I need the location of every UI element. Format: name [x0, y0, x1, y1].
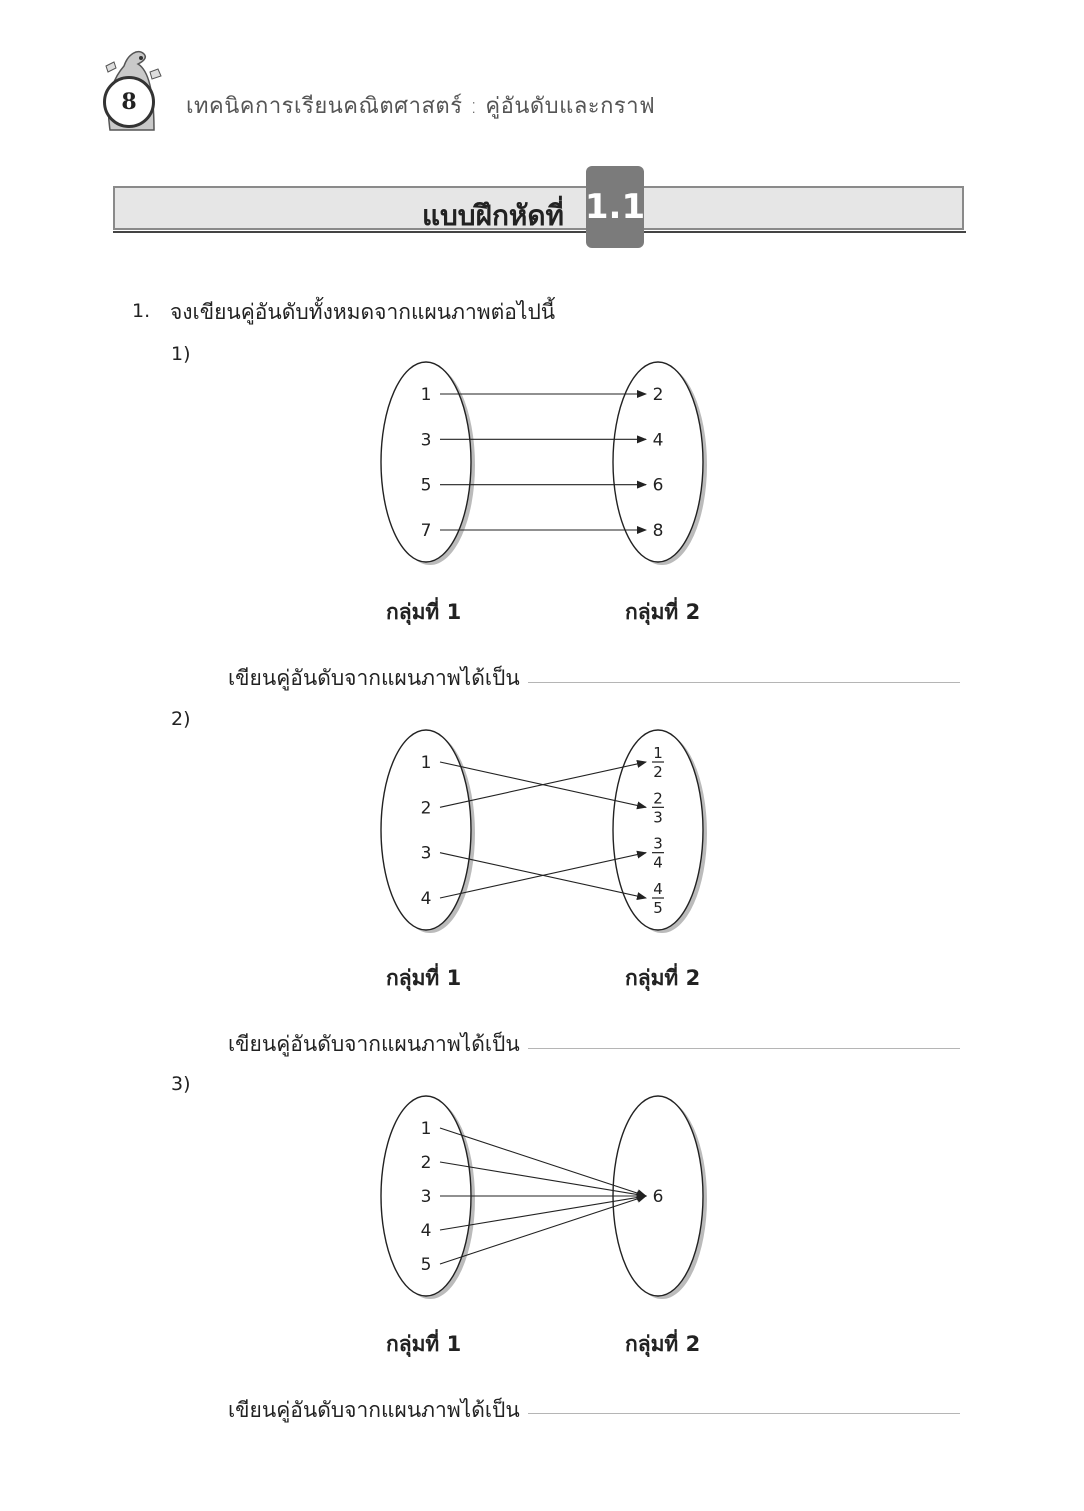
mapping-diagram-3: 1 2 3 4 5 6 [380, 1095, 707, 1299]
mapping-diagram-1: 1 3 5 7 2 4 6 8 [380, 361, 707, 565]
domain-element: 5 [421, 1255, 432, 1275]
domain-ellipse [380, 729, 472, 931]
exercise-banner [113, 186, 964, 230]
group-1-label: กลุ่มที่ 1 [386, 600, 462, 624]
domain-element: 1 [421, 753, 432, 773]
domain-element: 3 [421, 430, 432, 450]
domain-element: 1 [421, 1119, 432, 1139]
item-2-label: 2) [171, 708, 191, 730]
answer-prompt: เขียนคู่อันดับจากแผนภาพได้เป็น [228, 666, 520, 690]
exercise-number-badge: 1.1 [585, 166, 645, 248]
page-number-badge: 8 [103, 76, 155, 128]
fraction-denominator: 3 [653, 808, 663, 826]
answer-prompt: เขียนคู่อันดับจากแผนภาพได้เป็น [228, 1032, 520, 1056]
range-fraction: 45 [652, 880, 664, 917]
mapping-arrow [439, 850, 647, 899]
group-2-label: กลุ่มที่ 2 [625, 1332, 701, 1356]
item-1-label: 1) [171, 343, 191, 365]
group-2-label: กลุ่มที่ 2 [625, 966, 701, 990]
book-title: เทคนิคการเรียนคณิตศาสตร์ : คู่อันดับและก… [186, 94, 656, 119]
answer-line[interactable] [528, 1413, 960, 1414]
range-element: 8 [653, 521, 664, 541]
range-element: 2 [653, 385, 664, 405]
answer-line[interactable] [528, 682, 960, 683]
group-1-label: กลุ่มที่ 1 [386, 966, 462, 990]
range-element: 6 [653, 476, 664, 496]
domain-element: 7 [421, 521, 432, 541]
domain-element: 3 [421, 1187, 432, 1207]
mapping-arrow [439, 1127, 647, 1197]
domain-element: 2 [421, 1153, 432, 1173]
domain-element: 2 [421, 798, 432, 818]
group-1-label: กลุ่มที่ 1 [386, 1332, 462, 1356]
domain-element: 4 [421, 889, 432, 909]
range-element: 6 [653, 1187, 664, 1207]
range-element: 4 [653, 430, 664, 450]
fraction-numerator: 4 [653, 880, 663, 898]
mapping-arrow [439, 1193, 647, 1231]
domain-element: 4 [421, 1221, 432, 1241]
question-text: จงเขียนคู่อันดับทั้งหมดจากแผนภาพต่อไปนี้ [170, 300, 556, 324]
domain-element: 3 [421, 844, 432, 864]
item-3-label: 3) [171, 1073, 191, 1095]
mapping-arrow [439, 1161, 647, 1199]
answer-prompt: เขียนคู่อันดับจากแผนภาพได้เป็น [228, 1398, 520, 1422]
banner-underline [113, 231, 966, 233]
domain-element: 1 [421, 385, 432, 405]
range-fraction: 34 [652, 835, 664, 872]
domain-ellipse [380, 361, 472, 563]
page-number: 8 [121, 89, 137, 115]
fraction-numerator: 3 [653, 835, 663, 853]
domain-element: 5 [421, 476, 432, 496]
fraction-denominator: 5 [653, 899, 663, 917]
answer-line[interactable] [528, 1048, 960, 1049]
fraction-numerator: 1 [653, 744, 663, 762]
range-ellipse [612, 729, 704, 931]
group-2-label: กลุ่มที่ 2 [625, 600, 701, 624]
fraction-numerator: 2 [653, 789, 663, 807]
fraction-denominator: 2 [653, 763, 663, 781]
range-fraction: 12 [652, 744, 664, 781]
question-number: 1. [132, 300, 151, 322]
mapping-arrow [439, 760, 647, 808]
range-fraction: 23 [652, 789, 664, 826]
fraction-denominator: 4 [653, 854, 663, 872]
exercise-title: แบบฝึกหัดที่ [421, 199, 564, 232]
range-ellipse [612, 361, 704, 563]
mapping-arrow [439, 1195, 647, 1265]
